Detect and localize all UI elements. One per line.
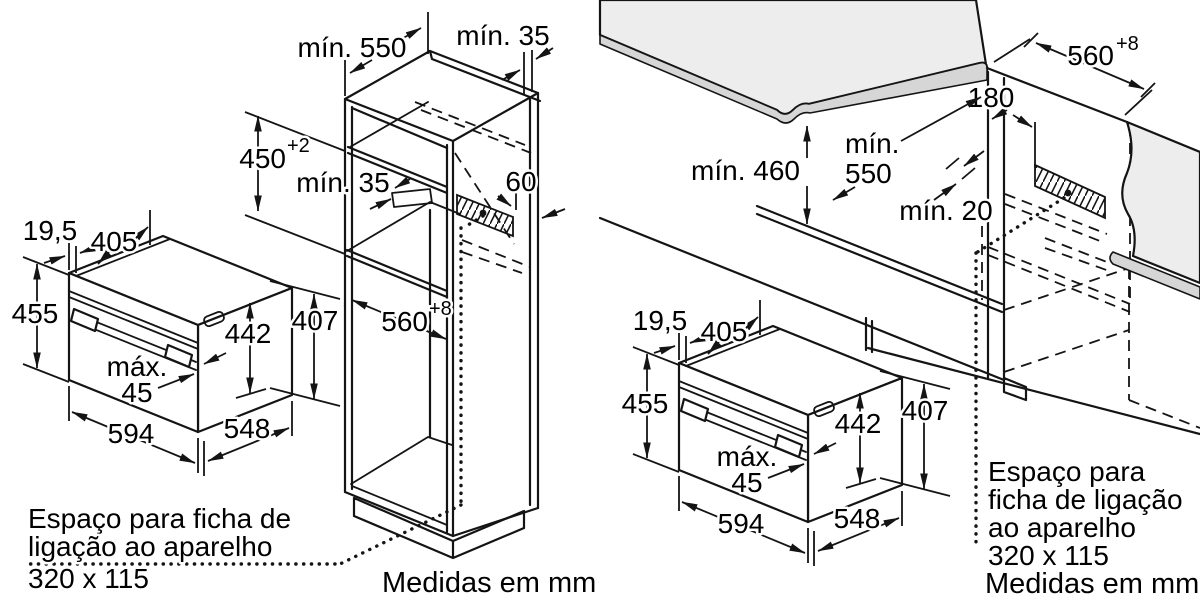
label-niche-depth-min-line1: mín.: [845, 128, 899, 159]
dim-top-rear-gap: mín. 35: [454, 18, 554, 94]
handle-mount: [679, 397, 710, 423]
countertop-right: [1109, 120, 1200, 300]
units-note-left: Medidas em mm: [382, 567, 596, 599]
handle-mount: [69, 307, 100, 333]
dim-door-thickness: 19,5: [633, 305, 688, 336]
dim-depth-behind-door: 405: [91, 226, 138, 257]
connection-note: Espaço para ficha de ligação ao aparelho…: [26, 501, 294, 597]
connection-note-line4: 320 x 115: [988, 540, 1109, 571]
dim-door-thickness: 19,5: [23, 215, 78, 246]
connection-note-line1: Espaço para ficha de: [28, 503, 291, 534]
socket-location-dot: [479, 209, 487, 217]
dim-door-protrusion-label: máx.: [717, 441, 778, 472]
label-niche-width: 560: [381, 306, 428, 337]
oven-dimensions: 19,5 405 455 442 407 máx. 45: [619, 300, 951, 566]
handle-mount: [773, 433, 804, 459]
dim-shelf-gap: mín. 35: [294, 165, 411, 210]
label-niche-height: 450: [239, 143, 286, 174]
dim-niche-width: 560 +8: [351, 296, 454, 340]
handle-mount: [163, 343, 194, 369]
label-niche-height-tolerance: +2: [287, 135, 310, 157]
dim-door-protrusion-label: máx.: [107, 351, 168, 382]
label-shelf-gap-min: mín. 35: [296, 167, 389, 198]
dim-total-height: 455: [622, 388, 669, 419]
dim-rear-gap-right: mín. 20: [897, 150, 995, 229]
label-top-rear-gap-min: mín. 35: [456, 20, 549, 51]
label-vent-width: 60: [505, 166, 536, 197]
dim-niche-width-right: 560 +8: [993, 31, 1156, 116]
dim-door-protrusion-value: 45: [731, 467, 762, 498]
label-niche-width-right-tolerance: +8: [1116, 33, 1139, 55]
label-niche-width-right: 560: [1067, 40, 1114, 71]
dim-rear-height: 407: [292, 305, 339, 336]
side-grip-cutout: [203, 310, 225, 328]
connection-note-line2: ficha de ligação: [988, 484, 1183, 515]
connection-leader-dotted: [974, 196, 1066, 550]
oven-right: 19,5 405 455 442 407 máx. 45: [619, 300, 951, 566]
dim-total-height: 455: [12, 298, 59, 329]
socket-location-dot: [1064, 189, 1072, 197]
dim-vent-width: 60: [496, 164, 539, 210]
label-niche-depth-min-line2: 550: [845, 158, 892, 189]
label-rear-gap-min: mín. 20: [899, 195, 992, 226]
oven-left: 19,5 405 455 442 407: [9, 210, 341, 476]
label-niche-height-min: mín. 460: [691, 155, 800, 186]
side-grip-cutout: [813, 400, 835, 418]
dim-body-depth: 548: [224, 413, 271, 444]
wall-pointer-arrow: [541, 208, 566, 219]
dim-rear-height: 407: [902, 395, 949, 426]
dim-door-protrusion-value: 45: [121, 377, 152, 408]
connection-note-line3: 320 x 115: [28, 563, 149, 594]
oven-dimensions: 19,5 405 455 442 407: [9, 210, 341, 476]
label-niche-depth-min: mín. 550: [298, 32, 407, 63]
right-diagram: mín. 460 560 +8 180 mín. 550: [598, 0, 1200, 600]
dim-width: 594: [718, 508, 765, 539]
dim-niche-height-min: mín. 460: [689, 125, 811, 225]
dim-body-height: 442: [225, 318, 272, 349]
units-note-right: Medidas em mm: [985, 568, 1199, 600]
tall-cabinet-drawing: [343, 49, 542, 560]
dim-niche-height: 450 +2: [237, 111, 346, 255]
dim-niche-depth-right: mín. 550: [832, 96, 982, 201]
label-socket-distance: 180: [968, 82, 1015, 113]
dim-width: 594: [108, 418, 155, 449]
dim-niche-depth: mín. 550: [295, 12, 429, 96]
countertop-left: [598, 0, 989, 124]
connection-note: Espaço para ficha de ligação ao aparelho…: [986, 454, 1186, 574]
connection-note-line2: ligação ao aparelho: [28, 531, 272, 562]
label-niche-width-tolerance: +8: [429, 298, 452, 320]
connection-note-line3: ao aparelho: [988, 512, 1136, 543]
dim-body-depth: 548: [834, 503, 881, 534]
connection-note-line1: Espaço para: [988, 456, 1146, 487]
dim-body-height: 442: [835, 408, 882, 439]
dim-depth-behind-door: 405: [701, 316, 748, 347]
left-diagram: mín. 550 mín. 35 450 +2 mín. 35 60: [9, 12, 599, 600]
